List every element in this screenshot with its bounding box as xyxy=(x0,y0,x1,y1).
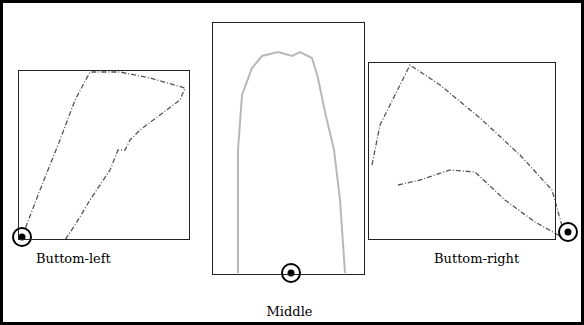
point-marker xyxy=(13,228,31,246)
point-marker xyxy=(282,264,300,282)
right-outline-upper xyxy=(372,65,562,226)
right-outline-lower xyxy=(398,170,560,236)
panel-caption: Middle xyxy=(267,304,313,319)
point-marker xyxy=(559,223,577,241)
panel-caption: Buttom-right xyxy=(434,251,519,266)
panel-caption: Buttom-left xyxy=(36,251,111,266)
panel-box: Buttom-left xyxy=(18,70,190,240)
middle-outline xyxy=(238,52,345,273)
left-outline xyxy=(22,72,185,240)
panel-box: Buttom-right xyxy=(368,62,556,240)
panel-box: Middle xyxy=(212,22,365,275)
